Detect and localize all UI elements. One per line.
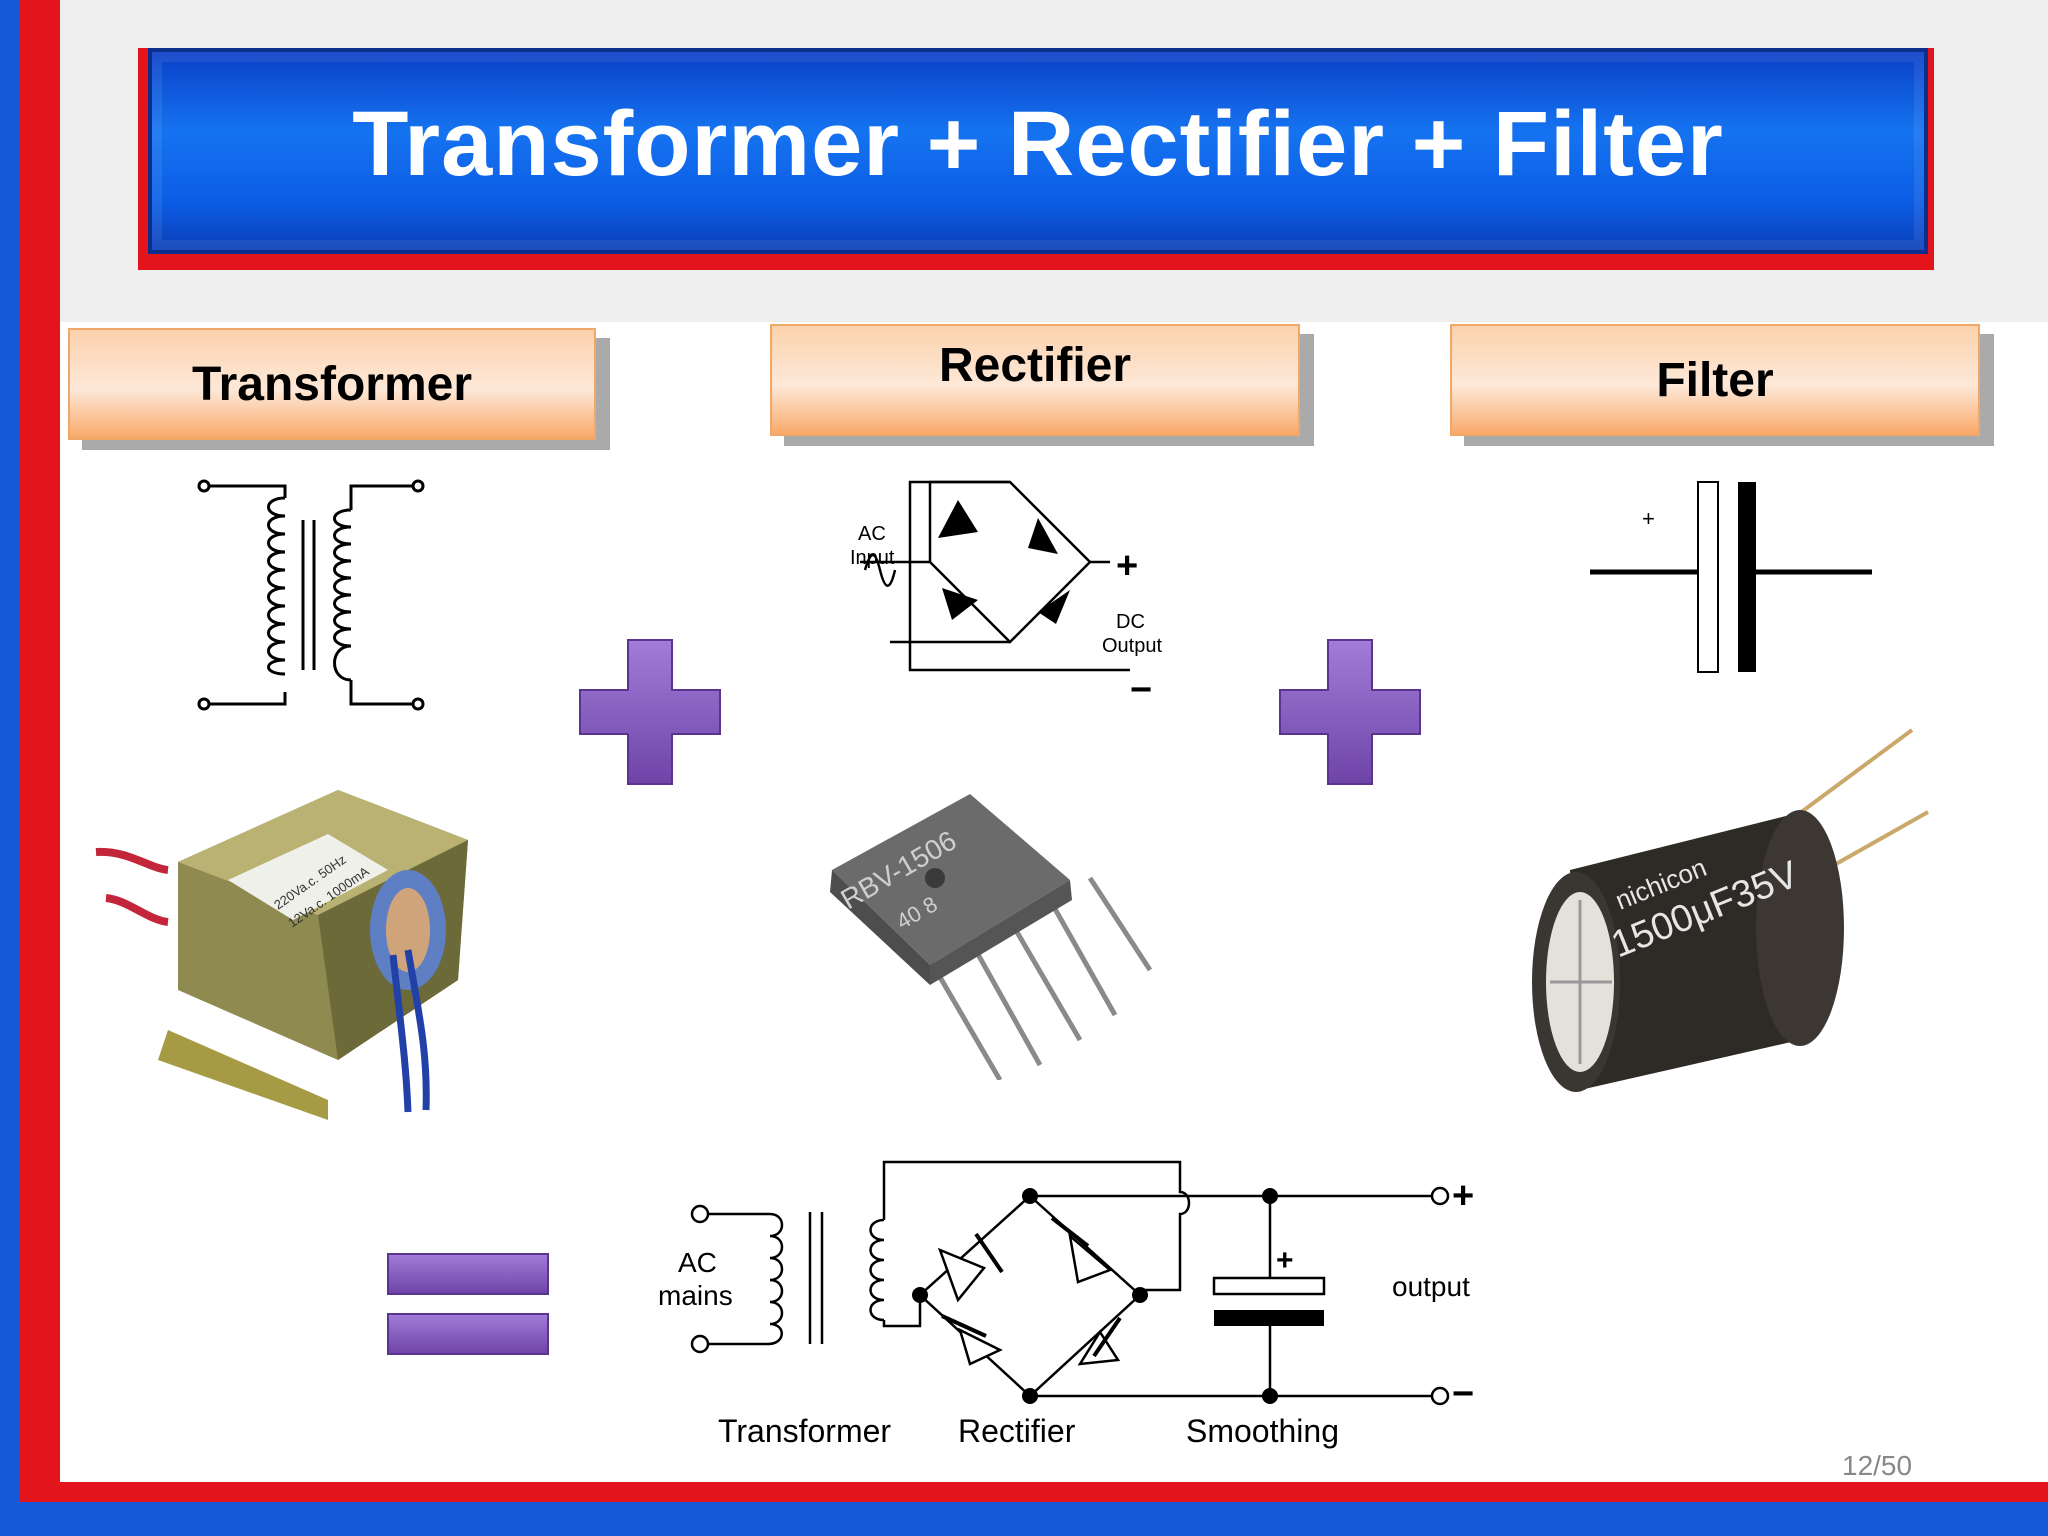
transformer-symbol [197, 479, 425, 711]
caption-rectifier: Rectifier [958, 1413, 1076, 1449]
caption-transformer: Transformer [718, 1413, 891, 1449]
output-minus-sign: − [1452, 1373, 1474, 1415]
cap-plus-sign: + [1276, 1244, 1294, 1277]
filter-label: Filter [1450, 324, 1980, 436]
output-label: output [1392, 1271, 1470, 1302]
ac-mains-label-1: AC [678, 1247, 717, 1278]
caption-smoothing: Smoothing [1186, 1413, 1339, 1449]
rectifier-label: Rectifier [770, 324, 1300, 436]
bottom-red-bar [60, 1482, 2048, 1502]
output-plus-sign: + [1452, 1175, 1474, 1217]
capacitor-symbol: + [1590, 481, 1872, 673]
title-banner: Transformer + Rectifier + Filter [138, 48, 1934, 270]
left-blue-bar [0, 0, 20, 1536]
transformer-photo: 220Va.c. 50Hz 12Va.c. 1000mA [95, 790, 468, 1120]
dc-label-2: Output [1102, 635, 1162, 657]
slide-title: Transformer + Rectifier + Filter [352, 92, 1724, 195]
ac-label-2: Input [850, 547, 895, 569]
dc-plus-sign: + [1116, 545, 1138, 587]
bridge-rectifier-symbol: AC Input + DC Output − [850, 480, 1162, 711]
transformer-label: Transformer [68, 328, 596, 440]
capacitor-photo: nichicon 1500μF35V [1532, 728, 1929, 1092]
equals-icon [387, 1253, 549, 1355]
bottom-blue-bar [0, 1502, 2048, 1536]
combined-circuit-diagram: AC mains + + − output Transformer Rectif… [658, 1160, 1474, 1449]
dc-minus-sign: − [1130, 669, 1152, 711]
dc-label-1: DC [1116, 611, 1145, 633]
ac-label-1: AC [858, 523, 886, 545]
left-red-bar [20, 0, 60, 1536]
plus-icon [579, 639, 721, 785]
capacitor-plus-sign: + [1642, 506, 1655, 531]
ac-mains-label-2: mains [658, 1280, 733, 1311]
bridge-rectifier-photo: RBV-1506 40 8 [830, 794, 1153, 1080]
page-number: 12/50 [1842, 1450, 1913, 1481]
plus-icon [1279, 639, 1421, 785]
title-panel: Transformer + Rectifier + Filter [148, 48, 1928, 254]
